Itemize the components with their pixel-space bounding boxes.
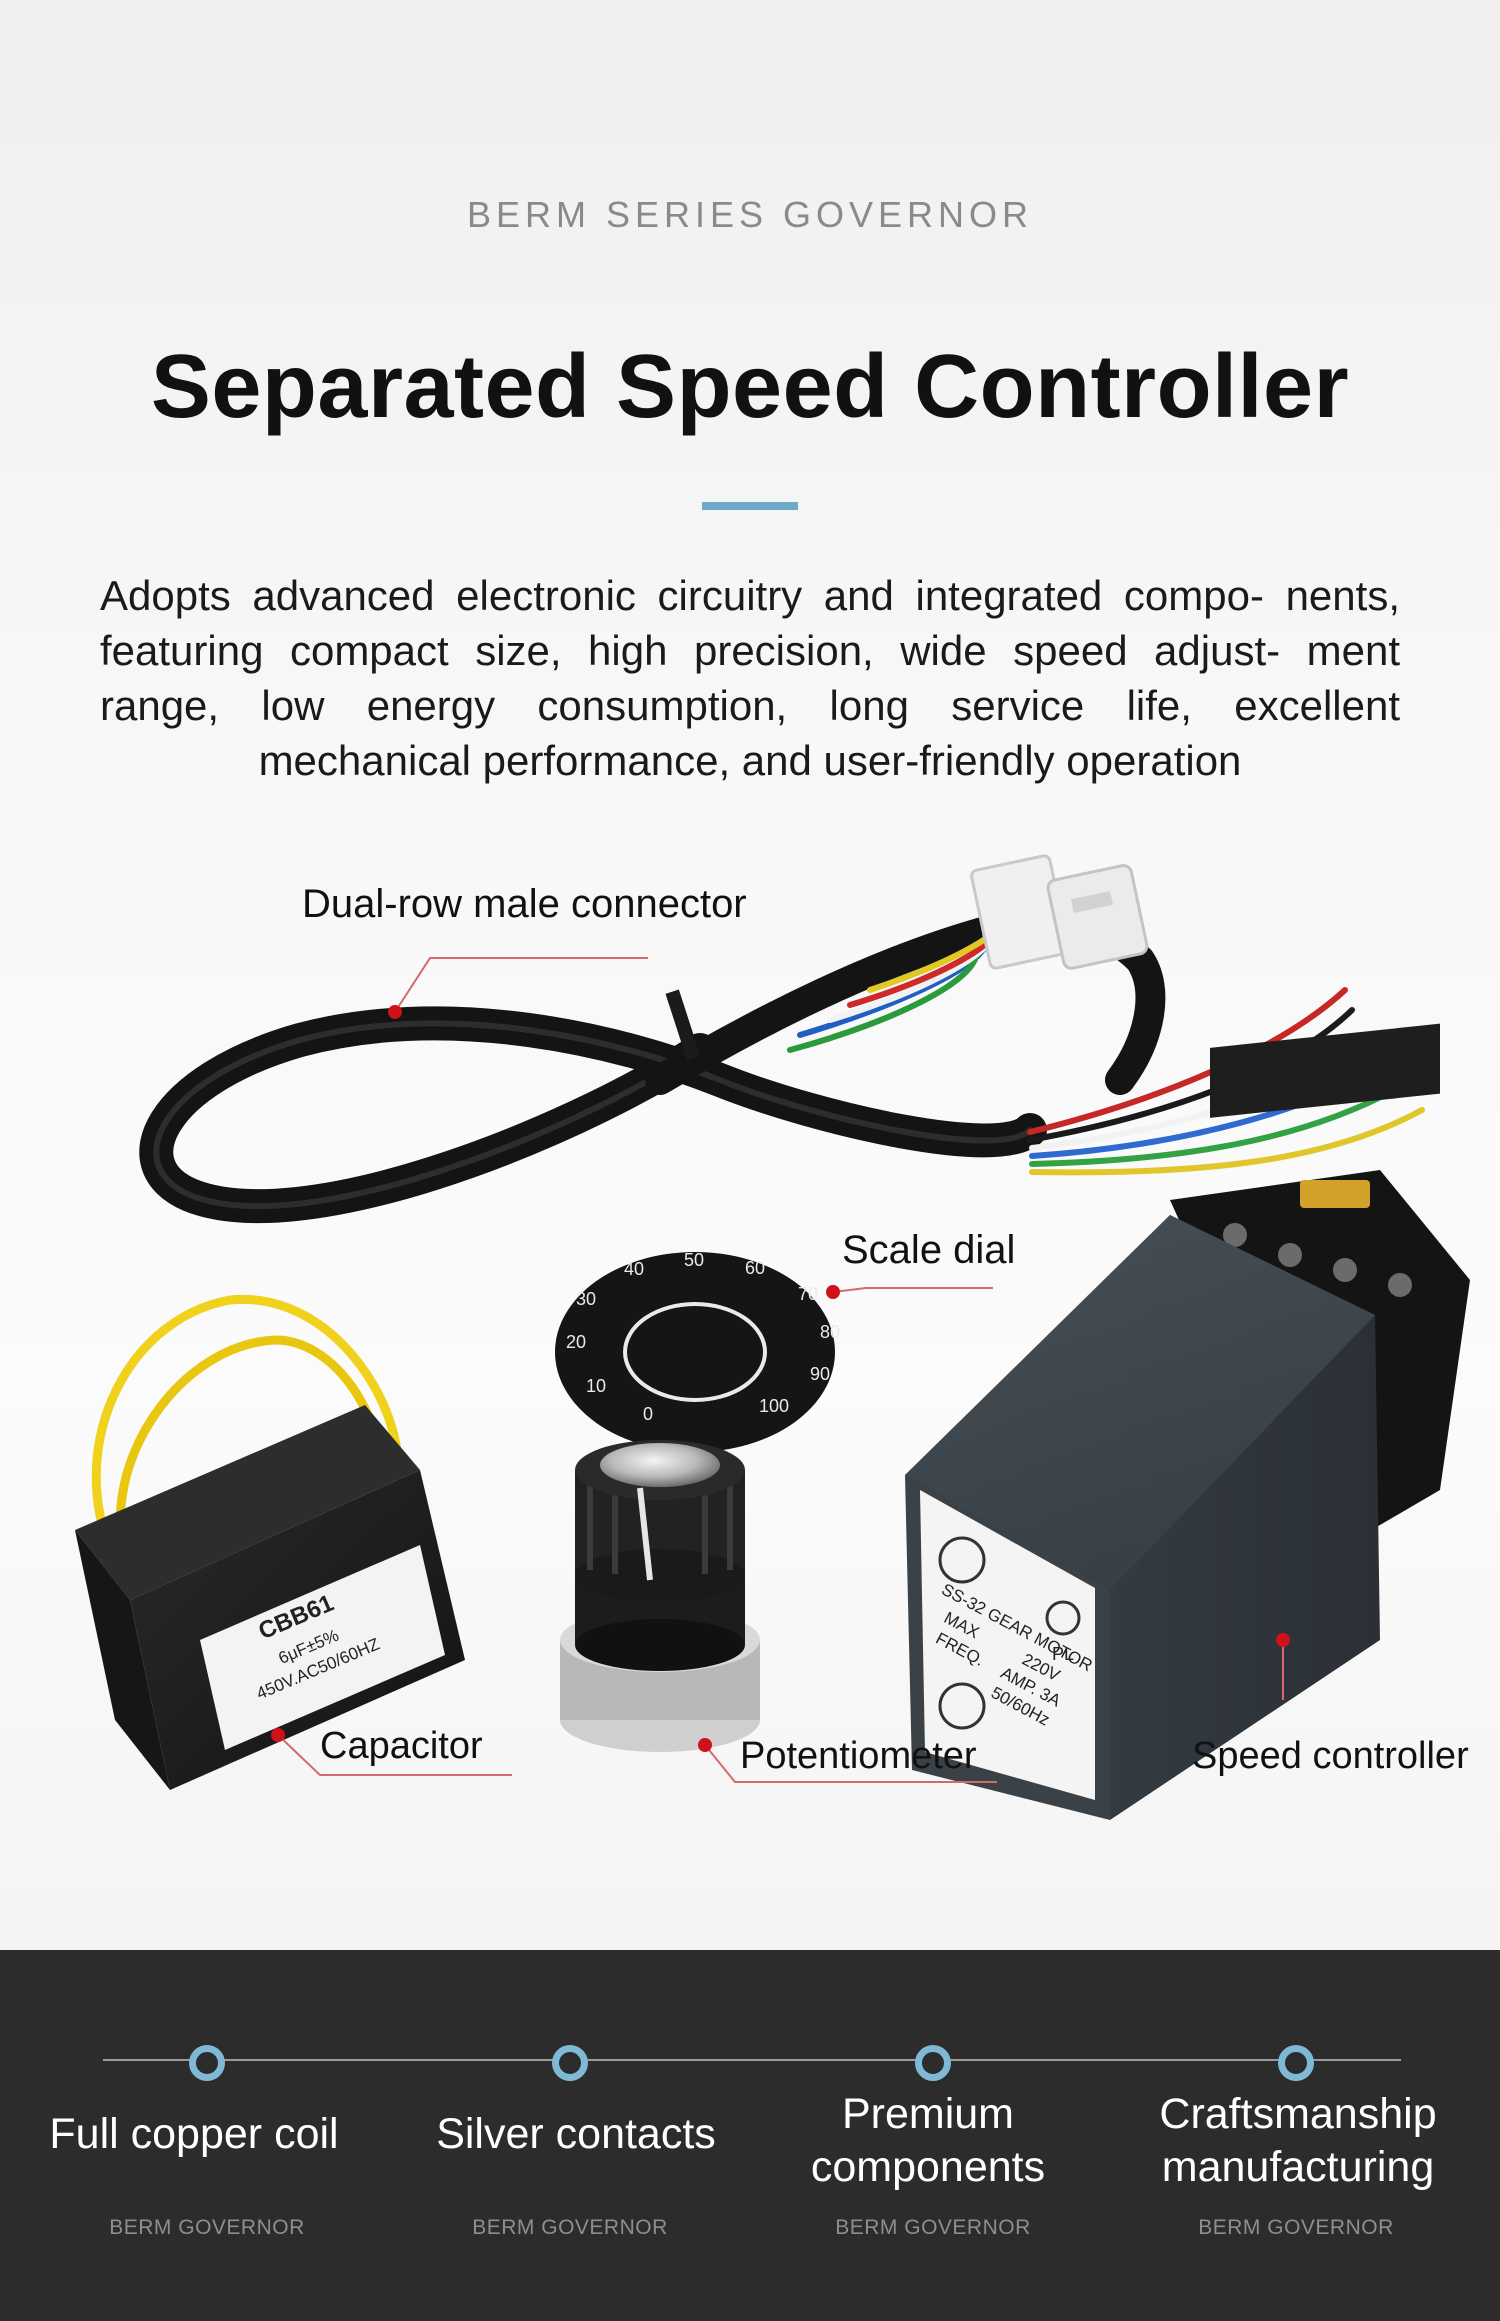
- callout-potentiometer: Potentiometer: [740, 1735, 977, 1777]
- dial-tick-label: 80: [820, 1322, 840, 1342]
- callout-capacitor: Capacitor: [320, 1725, 483, 1767]
- title-accent-bar: [702, 502, 798, 510]
- capacitor-rating: 450V.AC50/60HZ: [254, 1634, 383, 1703]
- page-title: Separated Speed Controller: [150, 337, 1350, 437]
- feature-subtitle: BERM GOVERNOR: [109, 2216, 305, 2239]
- product-illustration: 0 10 20 30 40 50 60 70 80 90 100 CBB61 6…: [75, 854, 1470, 1820]
- timeline-node: [552, 2045, 588, 2081]
- feature-subtitle: BERM GOVERNOR: [472, 2216, 668, 2239]
- feature-band: [0, 1950, 1500, 2321]
- potentiometer: [560, 1440, 760, 1752]
- timeline-node: [1278, 2045, 1314, 2081]
- controller-hz: 50/60Hz: [988, 1683, 1053, 1730]
- capacitor-capacitance: 6μF±5%: [276, 1626, 342, 1668]
- speed-controller: SS-32 GEAR MOTOR MAX 220V FREQ. AMP. 3A …: [905, 1023, 1470, 1820]
- dial-tick-label: 70: [798, 1284, 818, 1304]
- scale-dial: 0 10 20 30 40 50 60 70 80 90 100: [555, 1250, 840, 1452]
- connector-plug: [970, 854, 1149, 970]
- dial-tick-label: 50: [684, 1250, 704, 1270]
- callout-leaders: [277, 957, 1284, 1783]
- dial-tick-label: 20: [566, 1332, 586, 1352]
- dial-tick-label: 10: [586, 1376, 606, 1396]
- feature-title: Craftsmanship manufacturing: [1159, 2090, 1437, 2191]
- feature-subtitle: BERM GOVERNOR: [1198, 2216, 1394, 2239]
- callout-speed-controller: Speed controller: [1192, 1735, 1469, 1777]
- dial-tick-label: 60: [745, 1258, 765, 1278]
- dial-tick-label: 90: [810, 1364, 830, 1384]
- series-label: BERM SERIES GOVERNOR: [466, 194, 1034, 235]
- feature-title: Premium components: [810, 2090, 1046, 2191]
- callout-connector: Dual-row male connector: [302, 882, 747, 926]
- capacitor: CBB61 6μF±5% 450V.AC50/60HZ: [75, 1294, 465, 1790]
- controller-voltage: 220V: [1019, 1650, 1064, 1686]
- capacitor-model: CBB61: [255, 1590, 338, 1646]
- dial-tick-label: 40: [624, 1259, 644, 1279]
- callout-scale-dial: Scale dial: [842, 1228, 1016, 1272]
- cable: [139, 906, 1166, 1224]
- feature-title: Silver contacts: [436, 2110, 716, 2158]
- feature-title: Full copper coil: [49, 2110, 339, 2158]
- dial-tick-label: 30: [576, 1289, 596, 1309]
- wire-ends: [1027, 987, 1425, 1176]
- intro-paragraph: Adopts advanced electronic circuitry and…: [100, 572, 1400, 784]
- connector-wires: [787, 909, 1007, 1053]
- dial-tick-label: 0: [643, 1404, 653, 1424]
- feature-subtitle: BERM GOVERNOR: [835, 2216, 1031, 2239]
- feature-timeline: [103, 2059, 1401, 2061]
- controller-amp: AMP. 3A: [998, 1663, 1065, 1711]
- controller-pl: PL: [1052, 1644, 1074, 1664]
- timeline-node: [189, 2045, 225, 2081]
- controller-max: MAX: [941, 1608, 982, 1642]
- callout-markers: [271, 1005, 1290, 1752]
- controller-freq: FREQ.: [933, 1629, 988, 1670]
- dial-tick-label: 100: [759, 1396, 789, 1416]
- timeline-node: [915, 2045, 951, 2081]
- controller-model: SS-32 GEAR MOTOR: [938, 1580, 1095, 1676]
